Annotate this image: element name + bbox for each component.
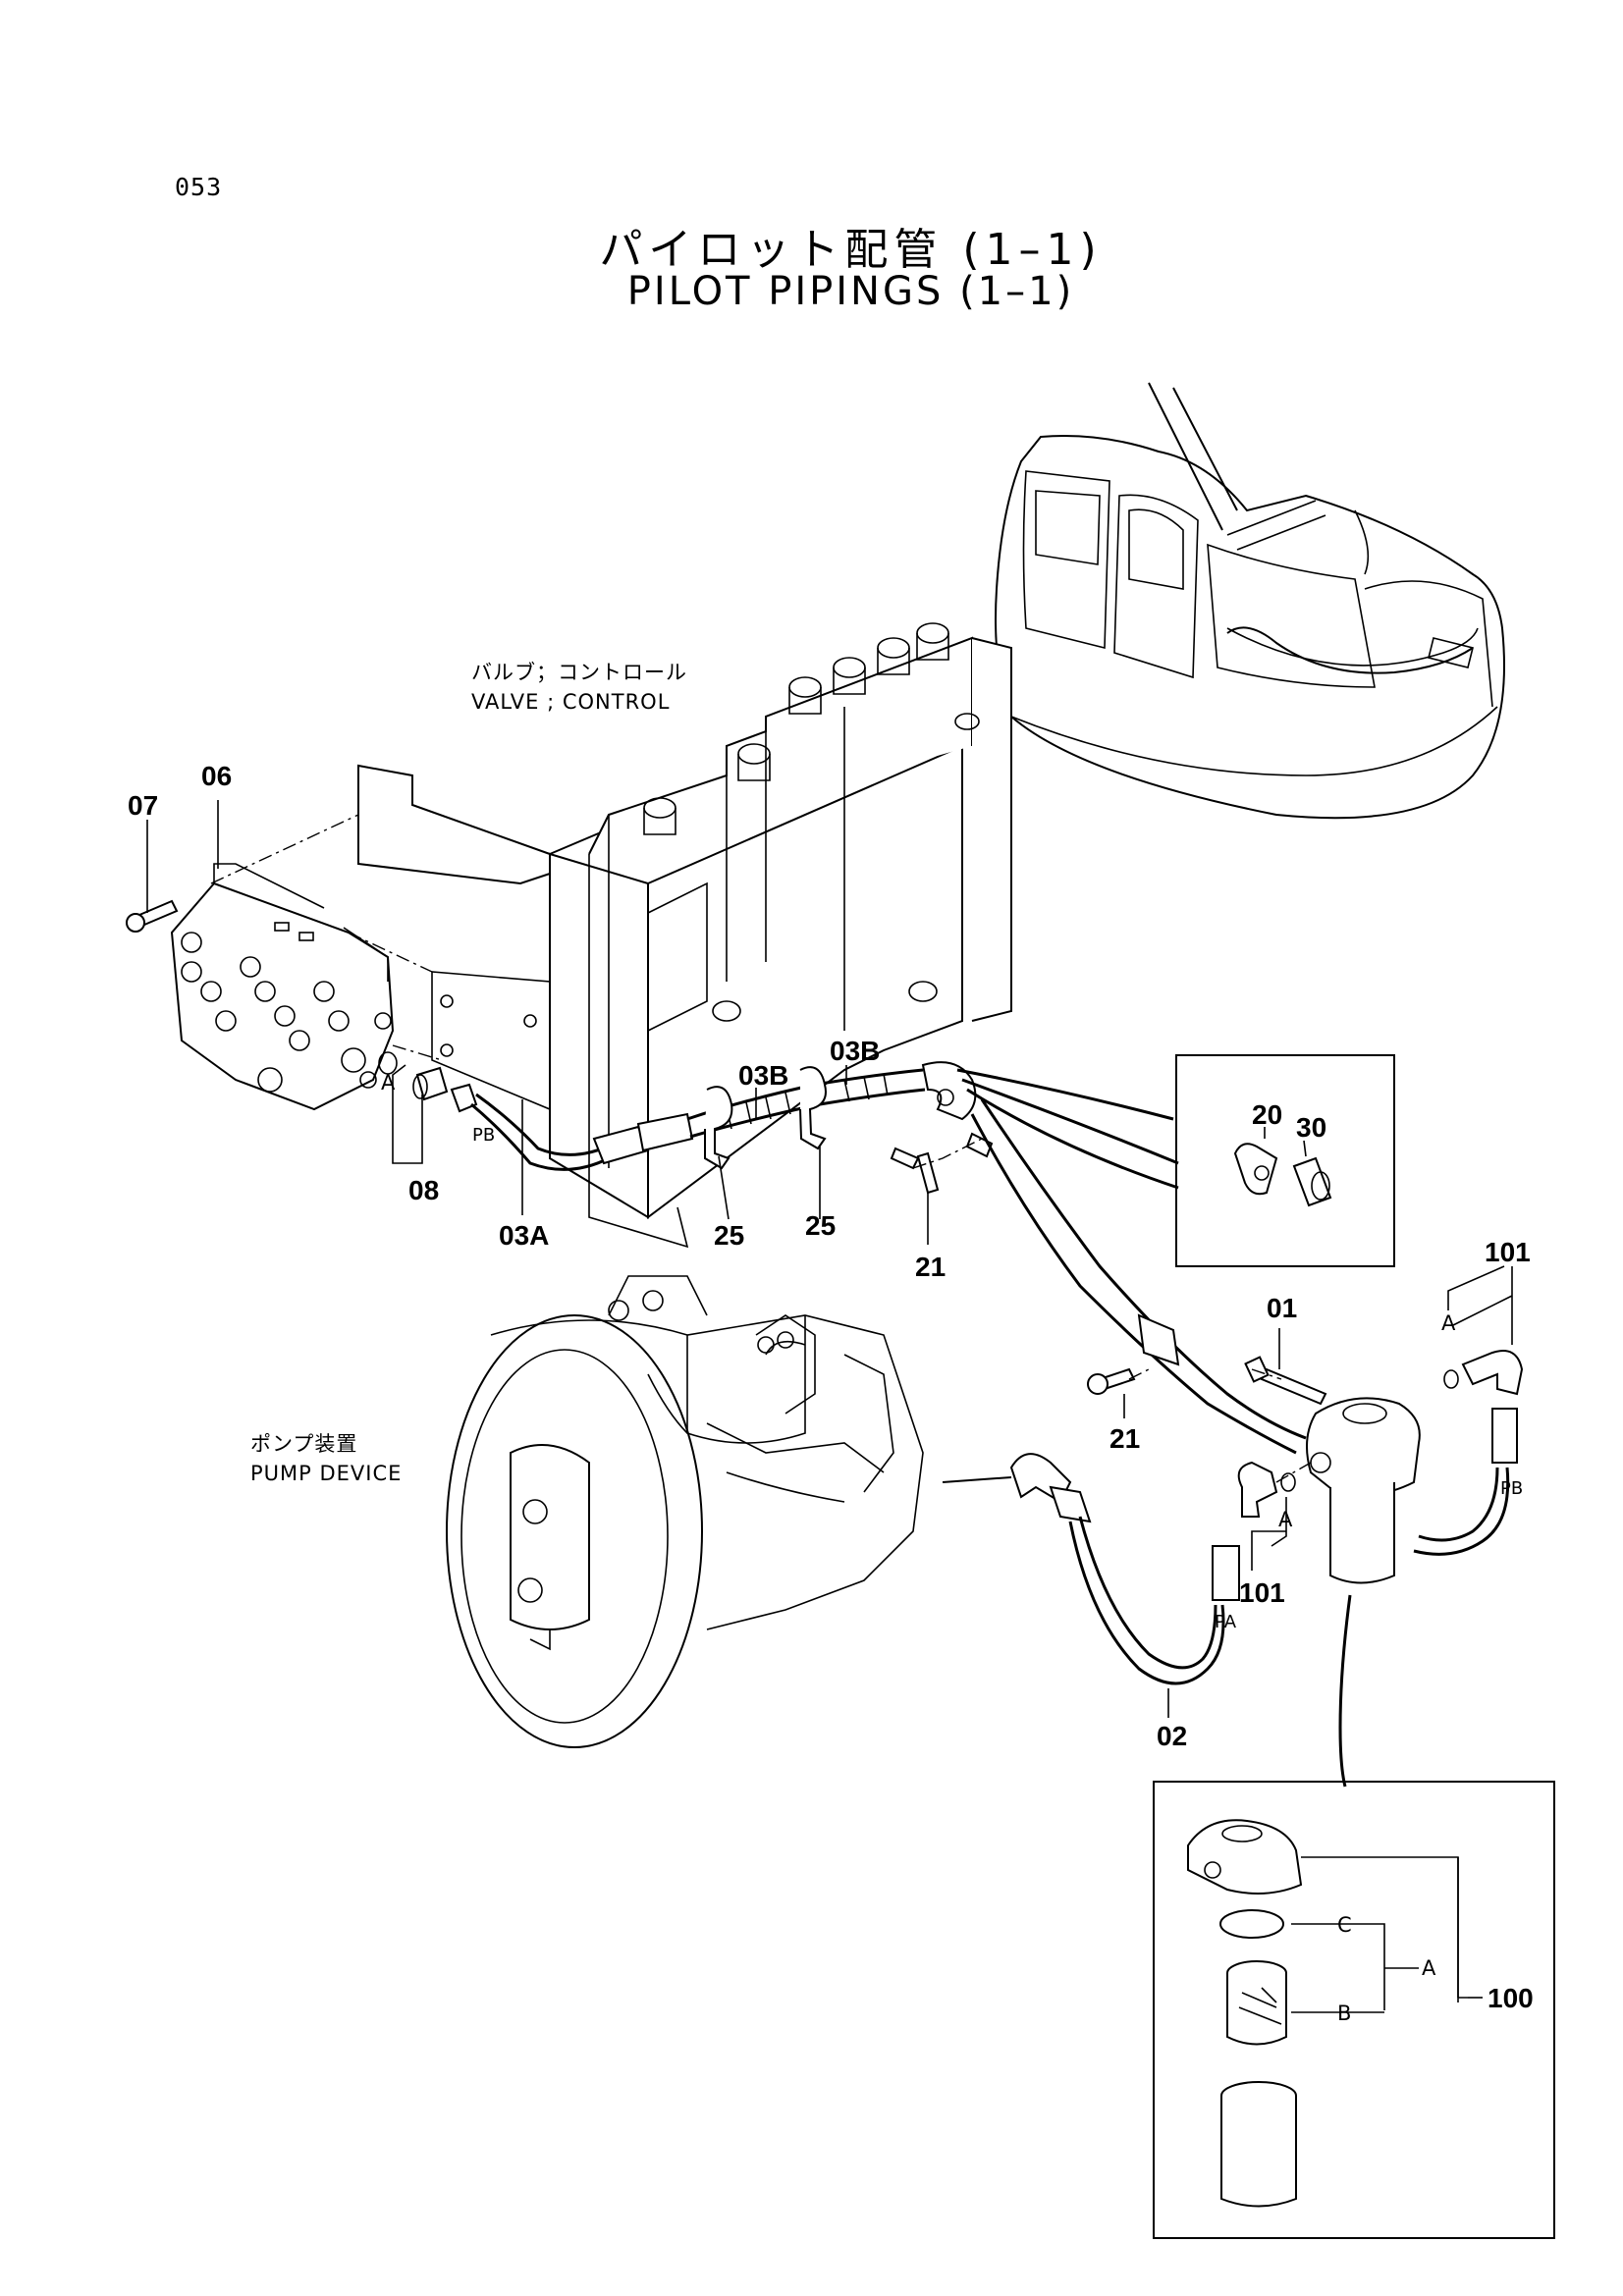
ref-a-label-1: A bbox=[381, 1071, 396, 1095]
part-25-label-2: 25 bbox=[805, 1210, 836, 1241]
page-title-japanese: パイロット配管 (1–1) bbox=[599, 225, 1103, 275]
part-20-label: 20 bbox=[1252, 1099, 1282, 1130]
part-100-label: 100 bbox=[1488, 1983, 1534, 2013]
part-07-label: 07 bbox=[128, 790, 158, 821]
bolt-07 bbox=[126, 899, 179, 933]
part-30-label: 30 bbox=[1296, 1112, 1326, 1143]
excavator-illustration bbox=[995, 382, 1505, 820]
bolt-21-upper bbox=[890, 1132, 994, 1195]
part-101-label-1: 101 bbox=[1485, 1237, 1531, 1267]
adapter-08 bbox=[412, 1066, 449, 1101]
page-title-english: PILOT PIPINGS (1–1) bbox=[626, 269, 1075, 314]
part-21-label-1: 21 bbox=[915, 1252, 946, 1282]
filter-head bbox=[1187, 1819, 1303, 1895]
port-pa-label: PA bbox=[1215, 1612, 1237, 1632]
part-25-label-1: 25 bbox=[714, 1220, 744, 1251]
hose-02 bbox=[1009, 1453, 1225, 1685]
pump-device bbox=[446, 1275, 924, 1748]
pump-label-en: PUMP DEVICE bbox=[250, 1462, 402, 1485]
part-06-label: 06 bbox=[201, 761, 232, 791]
ref-a-label-2: A bbox=[1441, 1311, 1456, 1335]
ref-b-label: B bbox=[1337, 2002, 1352, 2025]
part-03b-label-1: 03B bbox=[738, 1060, 788, 1091]
elbow-fitting-101-lower bbox=[1212, 1461, 1278, 1601]
pilot-filter bbox=[1244, 1356, 1421, 1584]
port-pb-label-1: PB bbox=[472, 1125, 495, 1146]
valve-label-en: VALVE ; CONTROL bbox=[471, 690, 670, 714]
ref-a-label-3: A bbox=[1278, 1508, 1293, 1531]
hose-03 bbox=[450, 1061, 977, 1171]
ref-a-detail-label: A bbox=[1422, 1956, 1436, 1980]
filter-case bbox=[1220, 2081, 1297, 2208]
clamp-20 bbox=[1233, 1143, 1278, 1196]
part-03a-label: 03A bbox=[499, 1220, 549, 1251]
part-08-label: 08 bbox=[408, 1175, 439, 1205]
o-ring-a bbox=[378, 1051, 398, 1075]
element-b bbox=[1226, 1960, 1287, 2046]
page-number: 053 bbox=[175, 173, 223, 201]
collar-30 bbox=[1292, 1156, 1332, 1207]
detail-box-filter bbox=[1153, 1781, 1555, 2239]
hose-clamp-lower bbox=[1087, 1313, 1180, 1395]
o-ring-c bbox=[1219, 1909, 1284, 1939]
port-pb-label-2: PB bbox=[1500, 1478, 1523, 1499]
pilot-valve-block bbox=[170, 863, 395, 1111]
part-101-label-2: 101 bbox=[1239, 1577, 1285, 1608]
pump-label-jp: ポンプ装置 bbox=[250, 1432, 357, 1456]
elbow-fitting-101-upper bbox=[1461, 1350, 1524, 1464]
valve-label-jp: バルブ；コントロール bbox=[471, 661, 687, 684]
leader-lines bbox=[146, 800, 1513, 1999]
part-01-label: 01 bbox=[1267, 1293, 1297, 1323]
part-02-label: 02 bbox=[1157, 1721, 1187, 1751]
mounting-plate bbox=[357, 764, 551, 885]
part-21-label-2: 21 bbox=[1109, 1423, 1140, 1454]
ref-c-label: C bbox=[1337, 1913, 1353, 1937]
part-03b-label-2: 03B bbox=[830, 1036, 880, 1066]
detail-box-clamp bbox=[1175, 1054, 1395, 1267]
